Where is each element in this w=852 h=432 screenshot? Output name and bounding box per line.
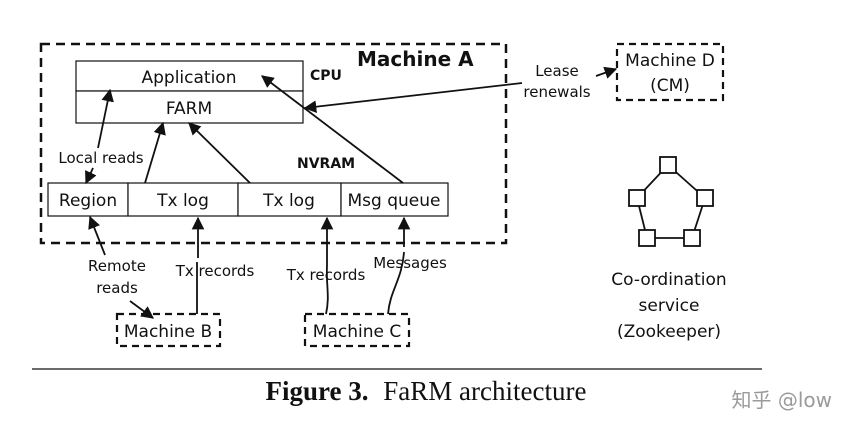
- zk-node-top: [659, 156, 677, 174]
- remote-reads-line1: Remote: [88, 257, 146, 275]
- local-reads-label: Local reads: [58, 149, 143, 167]
- tx-records-b-label: Tx records: [175, 262, 255, 280]
- messages-label: Messages: [373, 254, 447, 272]
- watermark: 知乎 @low: [731, 388, 832, 412]
- remote-reads-line2: reads: [96, 279, 138, 297]
- coordination-line2: service: [639, 296, 700, 316]
- machine-a-box: [39, 42, 508, 245]
- remote-reads-arrow-down: [129, 300, 155, 319]
- coordination-line3: (Zookeeper): [617, 322, 721, 342]
- machine-b-label: Machine B: [124, 322, 212, 342]
- machine-c-label: Machine C: [313, 322, 401, 342]
- machine-b-to-txlog-arrow: [197, 218, 198, 314]
- application-label: Application: [142, 68, 237, 88]
- machine-d-line2: (CM): [650, 76, 690, 96]
- region-label: Region: [59, 191, 117, 211]
- machine-b-box: [115, 312, 222, 348]
- lease-line2: renewals: [523, 83, 590, 101]
- zk-node-bottom-left: [638, 229, 656, 247]
- machine-a-title: Machine A: [357, 47, 474, 71]
- txlog2-to-farm-arrow: [188, 122, 251, 184]
- txlog1-label: Tx log: [156, 191, 209, 211]
- machine-d-line1: Machine D: [625, 51, 715, 71]
- machine-c-to-msgqueue-arrow: [387, 218, 404, 315]
- txlog1-to-farm-arrow: [144, 121, 166, 184]
- farm-label: FARM: [166, 99, 212, 119]
- zk-node-left: [628, 189, 646, 207]
- zk-node-right: [696, 189, 714, 207]
- nvram-label: NVRAM: [297, 156, 355, 172]
- cpu-label: CPU: [310, 68, 342, 84]
- architecture-diagram: Machine A CPU NVRAM Application FARM Reg…: [32, 42, 762, 370]
- txlog2-box: [237, 182, 342, 217]
- machine-d-box: [615, 42, 725, 102]
- txlog2-label: Tx log: [262, 191, 315, 211]
- msgqueue-label: Msg queue: [348, 191, 441, 211]
- tx-records-c-label: Tx records: [286, 266, 366, 284]
- lease-line1: Lease: [535, 62, 579, 80]
- local-reads-arrow-up: [97, 88, 114, 149]
- machine-c-box: [303, 312, 411, 348]
- zk-node-bottom-right: [683, 229, 701, 247]
- msgqueue-to-application-arrow: [260, 75, 404, 184]
- txlog1-box: [127, 182, 239, 217]
- coordination-ring: [628, 156, 714, 247]
- figure-title: FaRM architecture: [383, 376, 587, 406]
- local-reads-arrow-down: [85, 167, 97, 185]
- remote-reads-arrow-up: [88, 215, 106, 256]
- lease-arrow-to-farm: [303, 82, 523, 113]
- machine-c-to-txlog-arrow: [320, 216, 334, 315]
- lease-arrow-to-machine-d: [595, 66, 618, 79]
- figure-number: Figure 3.: [265, 376, 369, 406]
- figure-caption: Figure 3. FaRM architecture: [0, 376, 852, 407]
- coordination-line1: Co-ordination: [611, 270, 726, 290]
